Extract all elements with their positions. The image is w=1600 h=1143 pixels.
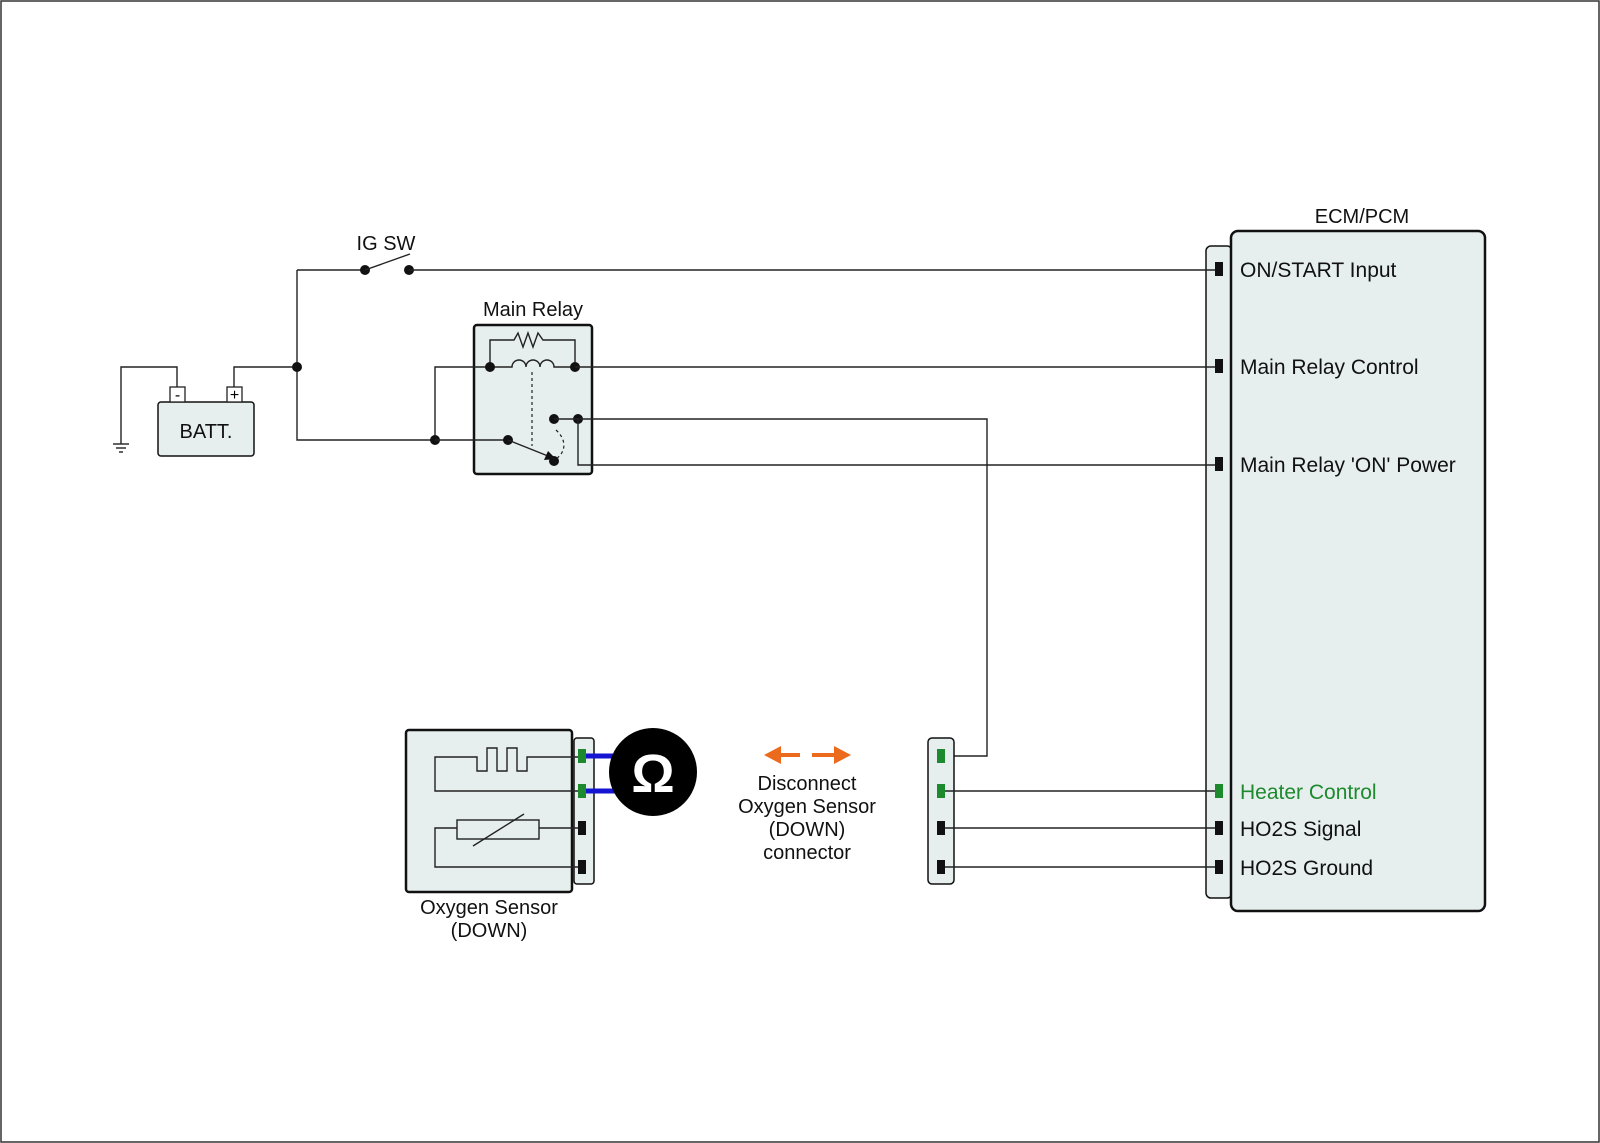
disconnect-instruction: Disconnect Oxygen Sensor (DOWN) connecto… <box>738 746 876 864</box>
ecm-label-on-start: ON/START Input <box>1240 259 1397 282</box>
relay-coil-feed-wire <box>434 366 490 440</box>
harness-connector-body <box>927 737 955 885</box>
sensing-element <box>456 819 540 840</box>
instruction-line-3: (DOWN) <box>769 819 846 841</box>
main-relay: Main Relay <box>430 299 1215 757</box>
ecm-label-main-relay-control: Main Relay Control <box>1240 356 1419 379</box>
sensor-connector-body <box>573 737 595 885</box>
ecm-label-ho2s-signal: HO2S Signal <box>1240 818 1361 841</box>
battery: BATT. - + <box>113 366 255 457</box>
ig-switch-blade <box>364 253 411 271</box>
sensor-pin-1 <box>578 749 586 763</box>
battery-positive-sign: + <box>230 387 239 404</box>
variable-element-slash <box>472 813 525 847</box>
ohm-symbol: Ω <box>631 744 674 804</box>
battery-positive-wire <box>233 366 297 387</box>
ecm-pin-heater-control <box>1215 784 1223 798</box>
oxygen-sensor: Oxygen Sensor (DOWN) <box>404 728 595 942</box>
ecm-pin-ho2s-ground <box>1215 860 1223 874</box>
instruction-line-1: Disconnect <box>758 773 857 795</box>
ecm-pin-main-relay-on-power <box>1215 457 1223 471</box>
ecm-connector-strip <box>1205 245 1233 899</box>
sensor-ground-lead <box>434 827 581 868</box>
ecm-body <box>1229 229 1487 913</box>
ohmmeter-icon <box>609 728 697 816</box>
main-relay-on-power-wire <box>577 419 1215 466</box>
ground-icon <box>113 443 129 453</box>
ground-wire <box>120 366 178 444</box>
junction-dot <box>292 362 302 372</box>
relay-switch-dashed-link <box>555 429 565 460</box>
ecm-label-heater-control: Heater Control <box>1240 781 1377 804</box>
ecm-pin-on-start <box>1215 262 1223 276</box>
instruction-line-4: connector <box>763 842 851 864</box>
ig-switch-label: IG SW <box>357 233 416 255</box>
relay-switch-contact <box>549 456 559 466</box>
power-bus-wire <box>296 270 435 441</box>
harness-pin-1 <box>937 749 945 763</box>
ohmmeter: Ω <box>586 728 697 816</box>
relay-coil <box>490 359 575 368</box>
instruction-line-2: Oxygen Sensor <box>738 796 876 818</box>
sensor-pin-2 <box>578 784 586 798</box>
ecm-label-ho2s-ground: HO2S Ground <box>1240 857 1373 880</box>
ecm-pin-main-relay-control <box>1215 359 1223 373</box>
ecm-pin-ho2s-signal <box>1215 821 1223 835</box>
harness-pin-4 <box>937 860 945 874</box>
heater-element <box>434 747 581 792</box>
relay-coil-terminal <box>485 362 495 372</box>
oxygen-sensor-body <box>404 728 574 894</box>
relay-switch-blade <box>507 439 549 457</box>
oxygen-sensor-label-line-1: Oxygen Sensor <box>420 897 558 919</box>
battery-body <box>157 401 255 457</box>
oxygen-sensor-label-line-2: (DOWN) <box>451 920 528 942</box>
main-relay-body <box>472 323 594 476</box>
ecm-label-main-relay-on-power: Main Relay 'ON' Power <box>1240 454 1456 477</box>
battery-negative-sign: - <box>175 387 180 404</box>
heater-supply-wire <box>578 418 988 757</box>
ecm-module: ECM/PCM ON/START Input Main Relay Contro… <box>1205 206 1487 913</box>
battery-label: BATT. <box>180 421 233 443</box>
ig-switch: IG SW <box>297 233 1215 275</box>
harness-pin-2 <box>937 784 945 798</box>
sensor-pin-3 <box>578 821 586 835</box>
ecm-title: ECM/PCM <box>1315 206 1409 228</box>
main-relay-label: Main Relay <box>483 299 583 321</box>
sensor-pin-4 <box>578 860 586 874</box>
disconnect-arrows-icon <box>764 746 851 764</box>
harness-pin-3 <box>937 821 945 835</box>
harness-connector <box>927 737 1215 885</box>
relay-resistor <box>489 330 576 367</box>
